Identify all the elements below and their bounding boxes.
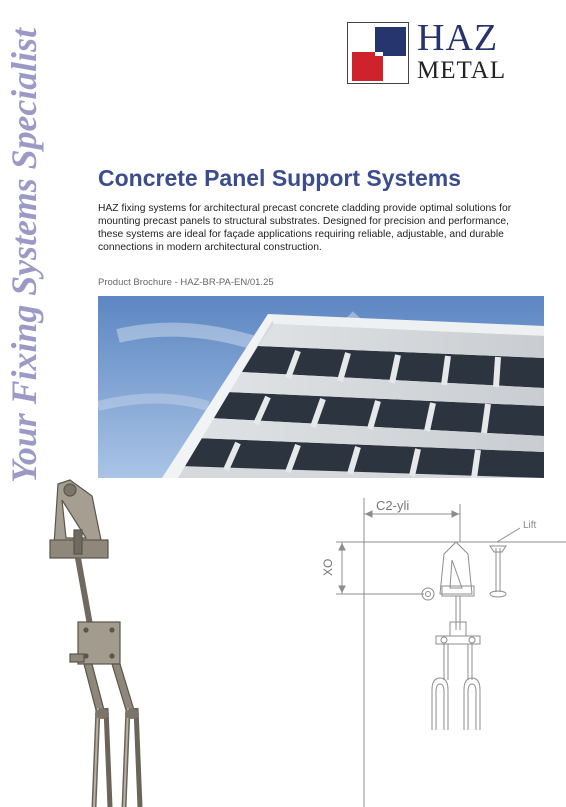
building-photo bbox=[98, 296, 544, 478]
brochure-code: Product Brochure - HAZ-BR-PA-EN/01.25 bbox=[98, 277, 274, 288]
logo-word-metal: METAL bbox=[417, 57, 507, 84]
lifting-clutch-image bbox=[49, 479, 143, 807]
dimension-label-vertical: XO bbox=[321, 559, 335, 576]
logo-word-haz: HAZ bbox=[417, 17, 499, 59]
vertical-slogan: Your Fixing Systems Specialist bbox=[4, 27, 44, 483]
intro-paragraph: HAZ fixing systems for architectural pre… bbox=[98, 203, 512, 253]
technical-drawing: C2-yli XO Lift bbox=[321, 498, 566, 807]
logo-mark bbox=[347, 22, 409, 84]
dimension-label-horizontal: C2-yli bbox=[376, 498, 409, 513]
page-title: Concrete Panel Support Systems bbox=[98, 165, 461, 191]
slogan-text: Your Fixing Systems Specialist bbox=[4, 27, 44, 483]
haz-metal-logo: HAZ METAL bbox=[347, 18, 512, 86]
lift-callout-label: Lift bbox=[523, 520, 537, 531]
